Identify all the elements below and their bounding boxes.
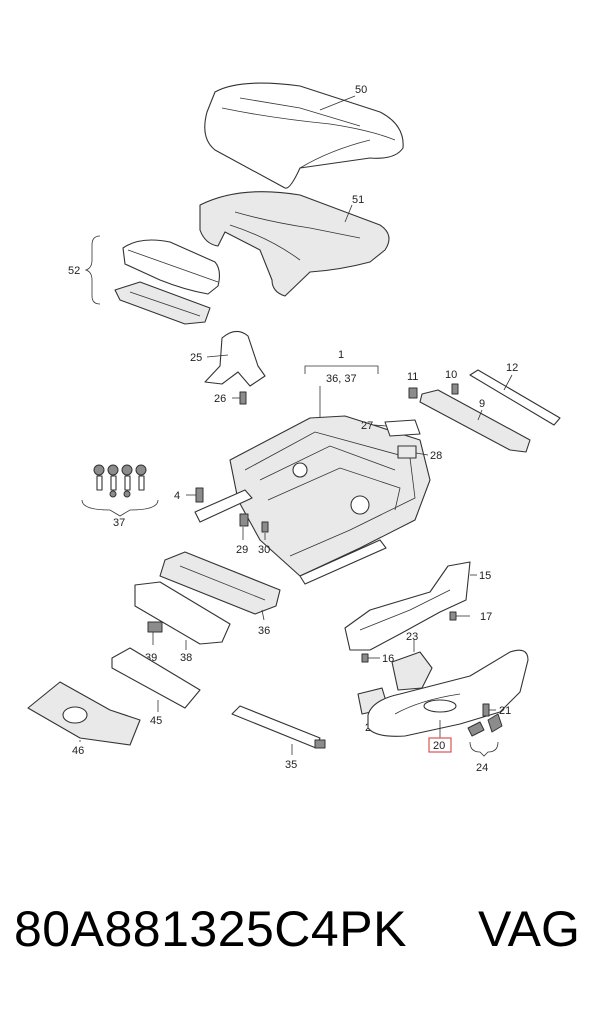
- callout-17: 17: [480, 611, 492, 623]
- part-4-bolt: 4: [174, 487, 204, 503]
- callout-21: 21: [499, 705, 511, 717]
- part-26-screw: 26: [214, 391, 247, 405]
- callout-27: 27: [361, 420, 373, 432]
- callout-45: 45: [150, 715, 162, 727]
- callout-26: 26: [214, 393, 226, 405]
- part-45-bracket: 45: [111, 647, 201, 727]
- part-number: 80A881325C4PK: [14, 901, 407, 957]
- part-39-clip: 39: [145, 621, 163, 664]
- part-38-front-trim: 38: [134, 581, 231, 664]
- footer: 80A881325C4PK VAG: [0, 900, 600, 990]
- highlight-box-20: [428, 737, 452, 753]
- callout-35: 35: [285, 759, 297, 771]
- callout-52: 52: [68, 265, 80, 277]
- part-25-bracket: 25: [190, 330, 266, 387]
- callout-1-sub: 36, 37: [326, 373, 357, 385]
- part-29-clip: 29: [236, 513, 249, 556]
- part-11-clip: 11: [407, 371, 418, 399]
- part-15-side-panel: 15: [344, 561, 491, 651]
- callout-50: 50: [355, 84, 367, 96]
- exploded-parts-diagram: 50 51 52 25 26 1 36, 37: [27, 82, 561, 774]
- part-30-screw: 30: [258, 521, 270, 556]
- callout-11: 11: [407, 371, 418, 383]
- callout-1: 1: [338, 349, 344, 361]
- callout-38: 38: [180, 652, 192, 664]
- part-35-grease-tube: 35: [231, 705, 326, 771]
- part-10-screw: 10: [445, 369, 459, 395]
- callout-46: 46: [72, 745, 84, 757]
- part-1-seat-frame: 1 36, 37: [194, 349, 431, 585]
- part-36-seat-pan: 36: [159, 551, 281, 637]
- callout-30: 30: [258, 544, 270, 556]
- part-37-fastener-kit: 37: [81, 464, 159, 529]
- callout-4: 4: [174, 490, 180, 502]
- part-50-seat-cover: 50: [204, 82, 404, 189]
- part-24-knobs: 24: [467, 713, 503, 774]
- part-20-switch-cover: 20: [367, 649, 529, 753]
- part-16-screw: 16: [361, 653, 394, 665]
- callout-10: 10: [445, 369, 457, 381]
- part-51-cushion-foam: 51: [199, 191, 390, 297]
- part-17-screw: 17: [449, 611, 492, 623]
- part-27-latch: 27: [361, 419, 421, 437]
- callout-15: 15: [479, 570, 491, 582]
- callout-20: 20: [433, 740, 445, 752]
- callout-25: 25: [190, 352, 202, 364]
- brand-label: VAG: [478, 901, 580, 957]
- part-52-bolster-set: 52: [68, 235, 221, 325]
- callout-28: 28: [430, 450, 442, 462]
- callout-29: 29: [236, 544, 248, 556]
- part-21-screw: 21: [482, 703, 511, 717]
- callout-37: 37: [113, 517, 125, 529]
- callout-24: 24: [476, 762, 488, 774]
- part-23-switch-module: 23: [391, 631, 433, 691]
- callout-9: 9: [479, 398, 485, 410]
- part-9-rail: 9: [419, 389, 531, 453]
- part-28-motor: 28: [397, 445, 442, 462]
- callout-51: 51: [352, 194, 364, 206]
- callout-16: 16: [382, 653, 394, 665]
- callout-36: 36: [258, 625, 270, 637]
- callout-12: 12: [506, 362, 518, 374]
- part-12-rail-strip: 12: [469, 362, 561, 426]
- callout-23: 23: [406, 631, 418, 643]
- part-46-cover: 46: [27, 681, 141, 757]
